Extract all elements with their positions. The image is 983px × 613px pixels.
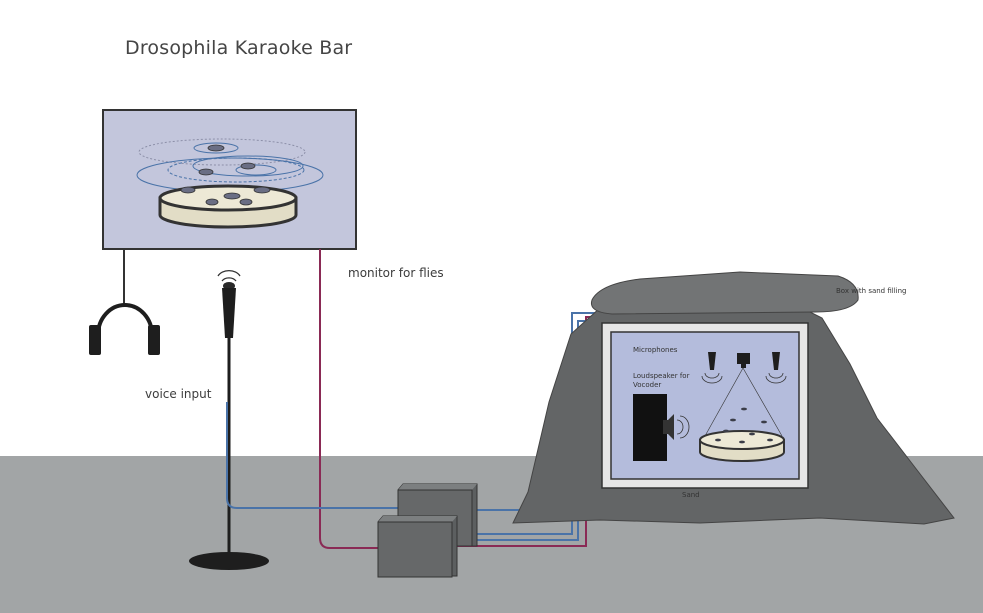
sand-box-label: Box with sand filling (836, 287, 907, 295)
sand-label: Sand (682, 491, 700, 499)
monitor-ripple-lines (136, 138, 324, 193)
box-microphone-icons (701, 352, 787, 384)
monitor (102, 109, 357, 250)
monitor-fly-icons (180, 144, 271, 206)
loudspeaker-icon (633, 394, 690, 461)
amplifier-box (377, 515, 458, 578)
camera-view-lines (704, 367, 783, 437)
loudspeaker-label: Loudspeaker for Vocoder (633, 372, 690, 389)
page-title: Drosophila Karaoke Bar (125, 37, 353, 59)
microphones-label: Microphones (633, 346, 678, 354)
microphone-stand (189, 269, 269, 570)
headphones-icon (89, 249, 160, 355)
camera-icon (737, 353, 750, 368)
box-petri-dish (699, 430, 785, 462)
voice-input-label: voice input (145, 387, 212, 401)
monitor-label: monitor for flies (348, 266, 444, 280)
fly-icons (715, 407, 773, 444)
monitor-petri-dish (158, 184, 298, 229)
